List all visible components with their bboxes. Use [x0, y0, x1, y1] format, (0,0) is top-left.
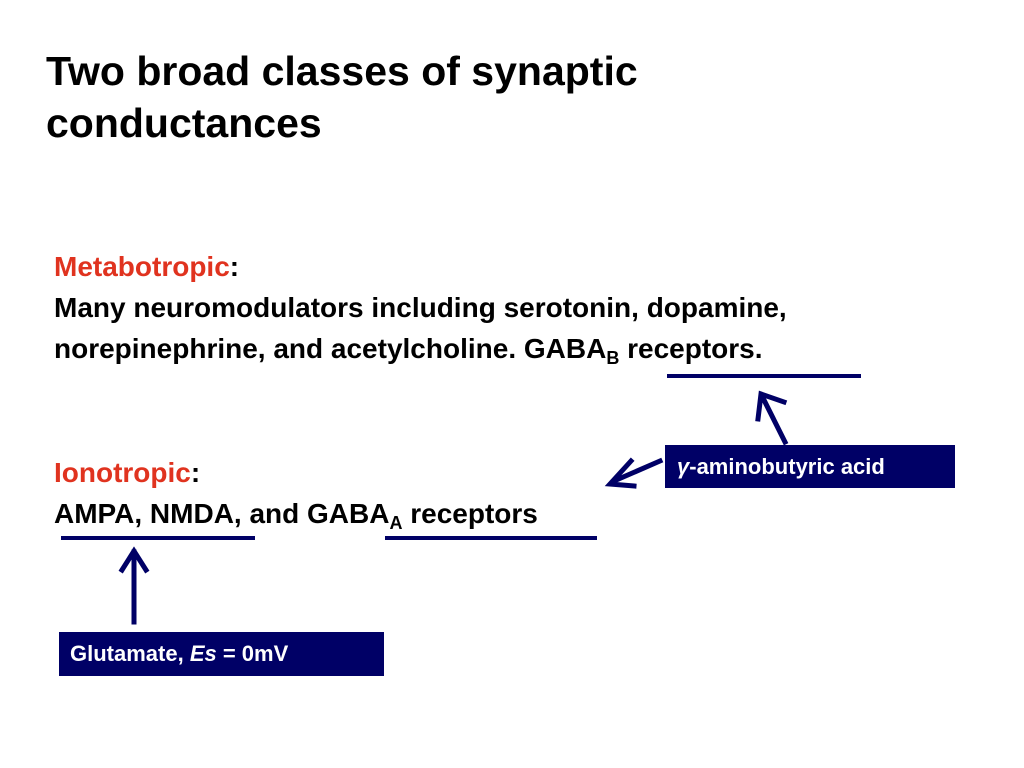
gamma-symbol: γ	[677, 454, 690, 479]
metabotropic-line-1: Many neuromodulators including serotonin…	[54, 292, 787, 323]
ionotropic-colon: :	[190, 457, 201, 488]
ionotropic-heading: Ionotropic	[54, 457, 191, 488]
gaba-callout-text: -aminobutyric acid	[689, 454, 885, 479]
arrow-to-gaba-b	[755, 390, 789, 446]
arrow-to-gaba-a	[604, 457, 664, 489]
gaba-b-underline	[667, 374, 861, 378]
gaba-b-subscript: B	[606, 348, 620, 368]
gaba-a-underline	[385, 536, 597, 540]
ampa-underline	[61, 536, 255, 540]
metabotropic-line-2-prefix: norepinephrine, and acetylcholine. GABA	[54, 333, 607, 364]
es-symbol: Es	[189, 641, 217, 666]
ionotropic-heading-line: Ionotropic:	[54, 452, 538, 493]
metabotropic-heading-line: Metabotropic:	[54, 246, 787, 287]
gaba-a-subscript: A	[389, 513, 403, 533]
arrow-to-ampa	[118, 546, 150, 625]
metabotropic-colon: :	[229, 251, 240, 282]
glutamate-callout-prefix: Glutamate,	[70, 641, 190, 666]
ionotropic-line: AMPA, NMDA, and GABAA receptors	[54, 493, 538, 534]
gaba-callout: γ-aminobutyric acid	[665, 445, 955, 488]
metabotropic-heading: Metabotropic	[54, 251, 230, 282]
metabotropic-line-2: norepinephrine, and acetylcholine. GABAB…	[54, 328, 787, 369]
ionotropic-line-suffix: receptors	[402, 498, 538, 529]
ionotropic-line-prefix: AMPA, NMDA, and GABA	[54, 498, 390, 529]
slide-title: Two broad classes of synaptic conductanc…	[46, 48, 638, 146]
metabotropic-section: Metabotropic: Many neuromodulators inclu…	[54, 246, 787, 369]
glutamate-callout: Glutamate, Es = 0mV	[59, 632, 384, 676]
metabotropic-line-2-suffix: receptors.	[619, 333, 763, 364]
ionotropic-section: Ionotropic: AMPA, NMDA, and GABAA recept…	[54, 452, 538, 534]
glutamate-callout-suffix: = 0mV	[216, 641, 289, 666]
